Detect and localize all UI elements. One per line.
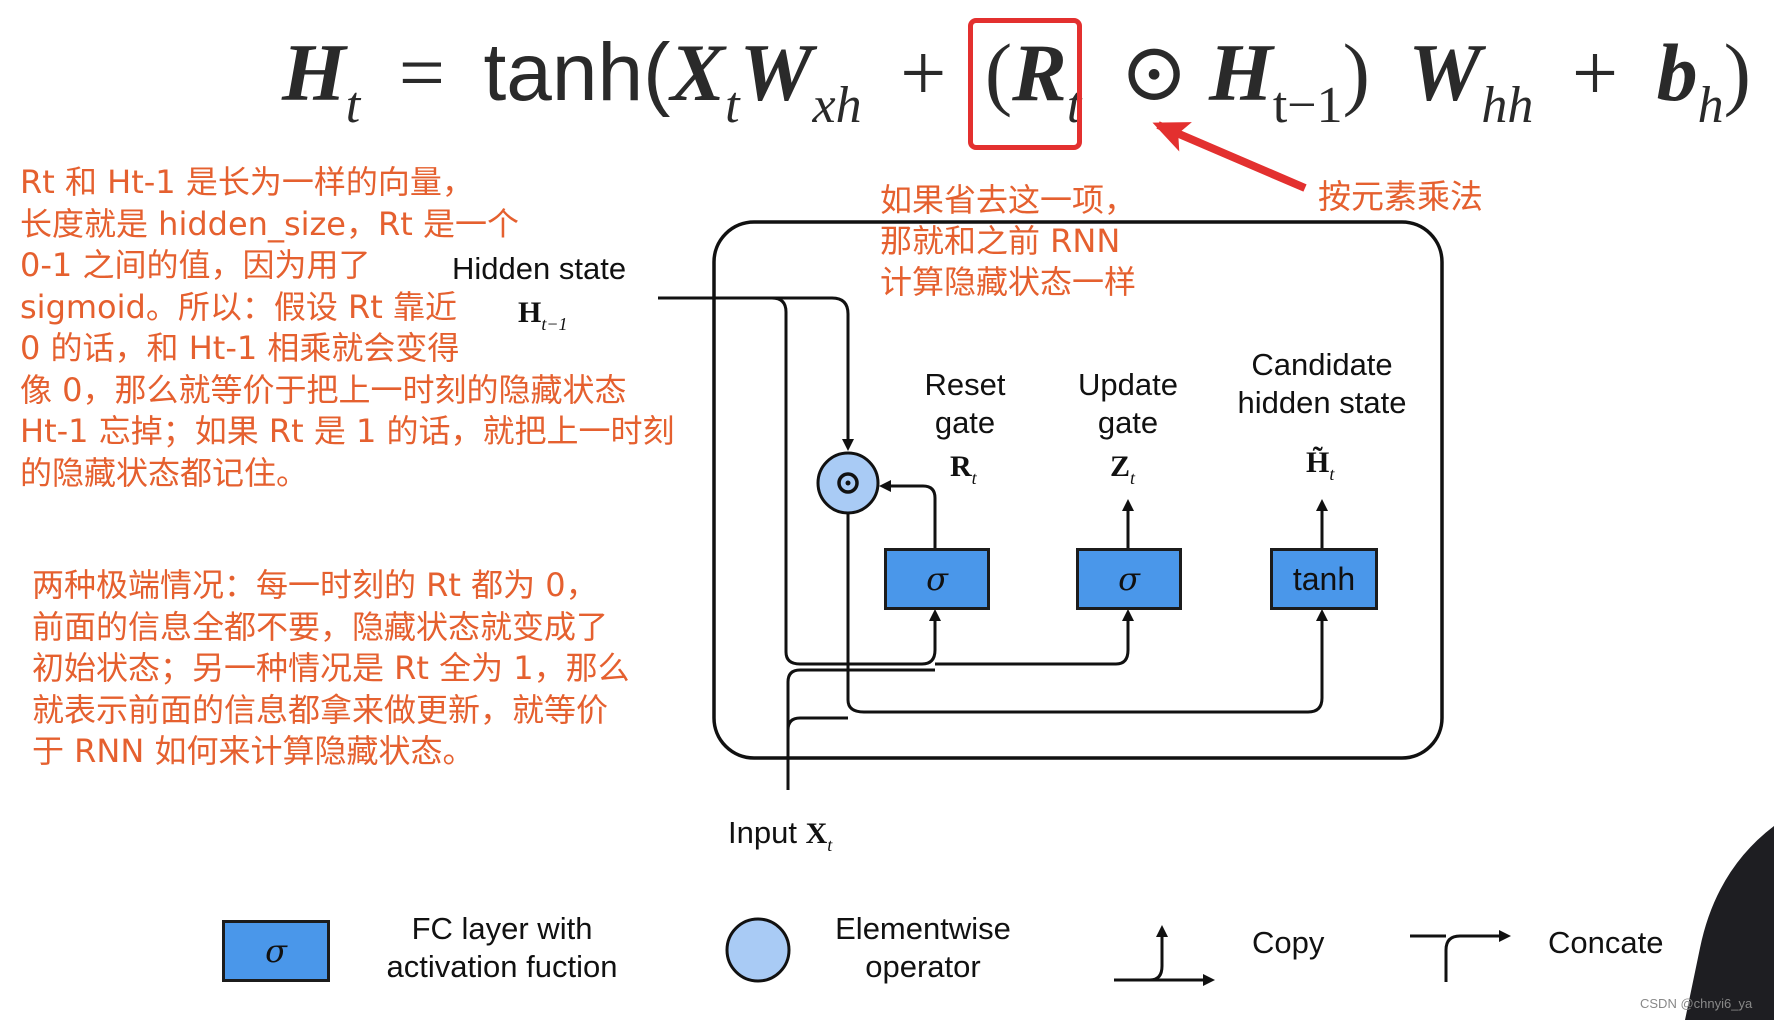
candidate-tanh-box: tanh bbox=[1270, 548, 1378, 610]
formula-whh: W bbox=[1408, 27, 1482, 118]
legend-fc-box: σ bbox=[222, 920, 330, 982]
formula-h-sub: t−1 bbox=[1272, 77, 1343, 134]
formula-b: b bbox=[1656, 27, 1698, 118]
update-gate-box: σ bbox=[1076, 548, 1182, 610]
input-line bbox=[786, 668, 935, 790]
candidate-hidden-state-label: Candidate hidden state bbox=[1237, 347, 1407, 420]
formula-wxh: W bbox=[739, 27, 813, 118]
omit-term-note: 如果省去这一项， 那就和之前 RNN 计算隐藏状态一样 bbox=[880, 181, 1137, 301]
formula-h: H bbox=[1209, 27, 1273, 118]
candidate-symbol: H̃t bbox=[1306, 446, 1335, 484]
elementwise-note: 按元素乘法 bbox=[1318, 177, 1483, 216]
formula-whh-sub: hh bbox=[1481, 77, 1534, 134]
reset-gate-box: σ bbox=[884, 548, 990, 610]
formula-lhs-sub: t bbox=[345, 77, 361, 134]
formula-tanh: tanh( bbox=[483, 27, 671, 118]
presenter-silhouette bbox=[1685, 826, 1774, 1020]
hidden-state-label: Hidden state bbox=[452, 251, 627, 286]
watermark: CSDN @chnyi6_ya bbox=[1640, 996, 1753, 1011]
formula-rparen: ) bbox=[1342, 27, 1370, 118]
input-to-candidate-line bbox=[786, 716, 848, 731]
formula-wxh-sub: xh bbox=[812, 77, 862, 134]
hidden-state-symbol: Ht−1 bbox=[518, 296, 568, 334]
elementwise-pointer-arrow bbox=[1152, 121, 1307, 192]
formula-equals: = bbox=[398, 27, 445, 118]
reset-to-multiply-line bbox=[879, 480, 937, 548]
hidden-to-update-line bbox=[935, 609, 1134, 666]
formula-lparen: ( bbox=[984, 27, 1013, 118]
hidden-state-line bbox=[658, 296, 854, 451]
formula-plus-2: + bbox=[1571, 27, 1619, 118]
update-gate-symbol: Zt bbox=[1110, 450, 1136, 488]
formula-odot: ⊙ bbox=[1119, 27, 1189, 118]
hidden-to-reset-line bbox=[771, 296, 941, 666]
formula-close: ) bbox=[1723, 27, 1751, 118]
update-gate-label: Update gate bbox=[1078, 367, 1178, 440]
formula-x-sub: t bbox=[725, 77, 740, 134]
legend-concat-label: Concate bbox=[1548, 925, 1664, 960]
gru-candidate-formula: Ht = tanh(XtWxh + (Rt ⊙ Ht−1) Whh + bh) bbox=[282, 8, 1751, 138]
reset-gate-label: Reset gate bbox=[924, 367, 1006, 440]
legend-concat-arrow bbox=[1444, 930, 1511, 982]
multiply-to-candidate-line bbox=[846, 513, 1328, 714]
legend-copy-arrow bbox=[1114, 925, 1168, 982]
formula-b-sub: h bbox=[1697, 77, 1724, 134]
formula-x: X bbox=[670, 27, 726, 118]
extreme-cases-note: 两种极端情况：每一时刻的 Rt 都为 0， 前面的信息全都不要，隐藏状态就变成了… bbox=[32, 566, 630, 770]
formula-lhs: H bbox=[282, 27, 346, 118]
input-label: Input Xt bbox=[728, 815, 833, 855]
legend-fc-label: FC layer with activation fuction bbox=[386, 911, 618, 984]
reset-term-highlight bbox=[968, 18, 1082, 150]
gru-cell-outline bbox=[712, 220, 1444, 760]
rt-explanation-note: Rt 和 Ht-1 是长为一样的向量， 长度就是 hidden_size，Rt … bbox=[20, 163, 675, 492]
formula-r: R bbox=[1012, 27, 1067, 118]
legend-elementwise-circle bbox=[725, 917, 791, 983]
legend-copy-label: Copy bbox=[1252, 925, 1325, 960]
formula-plus-1: + bbox=[900, 27, 947, 118]
legend-elementwise-label: Elementwise operator bbox=[835, 911, 1011, 984]
reset-gate-symbol: Rt bbox=[950, 450, 977, 488]
